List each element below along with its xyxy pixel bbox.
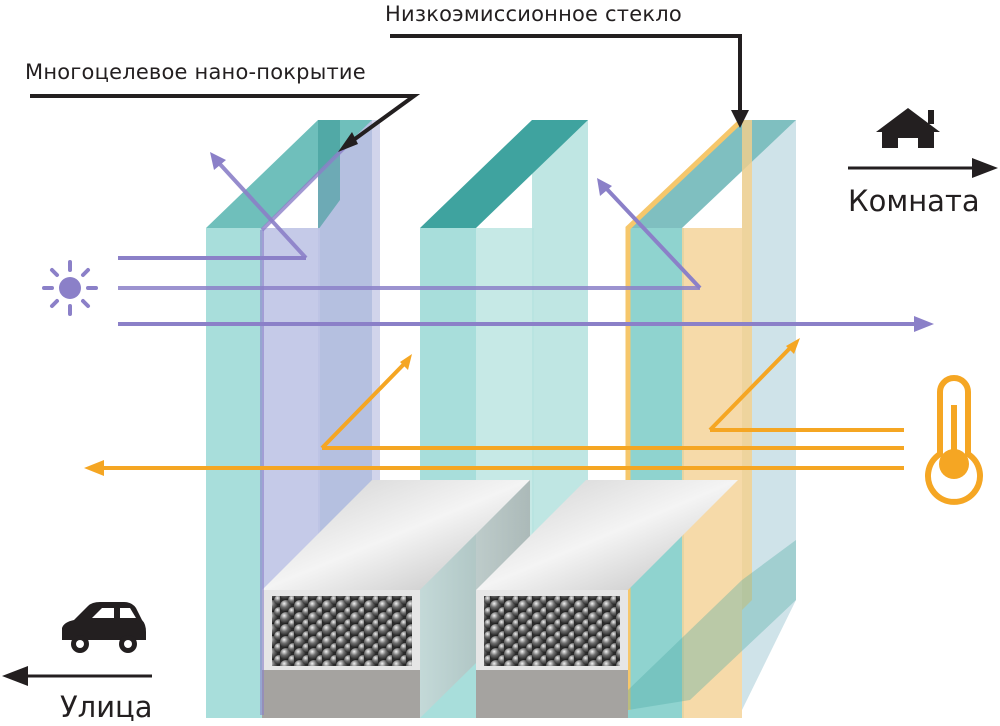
spacer-1 — [262, 480, 530, 718]
sun-icon — [42, 260, 98, 316]
multipurpose-coating-label: Многоцелевое нано-покрытие — [25, 60, 366, 84]
light-arrow-out — [914, 316, 934, 332]
light-arrow-reflect-1 — [210, 152, 226, 170]
car-icon — [62, 602, 146, 653]
heat-arrow-reflect-2 — [786, 338, 800, 354]
inner-glass-pane — [625, 118, 796, 718]
heat-arrow-reflect-1 — [400, 354, 412, 370]
light-arrow-reflect-2 — [597, 178, 612, 196]
heat-rays — [98, 344, 904, 470]
low-e-glass-label: Низкоэмиссионное стекло — [385, 2, 682, 26]
spacer-2 — [476, 480, 738, 718]
street-label: Улица — [60, 690, 153, 724]
room-label: Комната — [848, 184, 980, 218]
street-direction-arrow — [2, 666, 152, 686]
thermometer-icon — [925, 375, 983, 505]
heat-arrow-out — [84, 460, 104, 476]
light-rays — [118, 144, 918, 715]
coating-callout — [30, 94, 421, 152]
room-direction-arrow — [848, 158, 998, 178]
low-e-callout — [390, 34, 749, 128]
house-icon — [876, 108, 940, 148]
